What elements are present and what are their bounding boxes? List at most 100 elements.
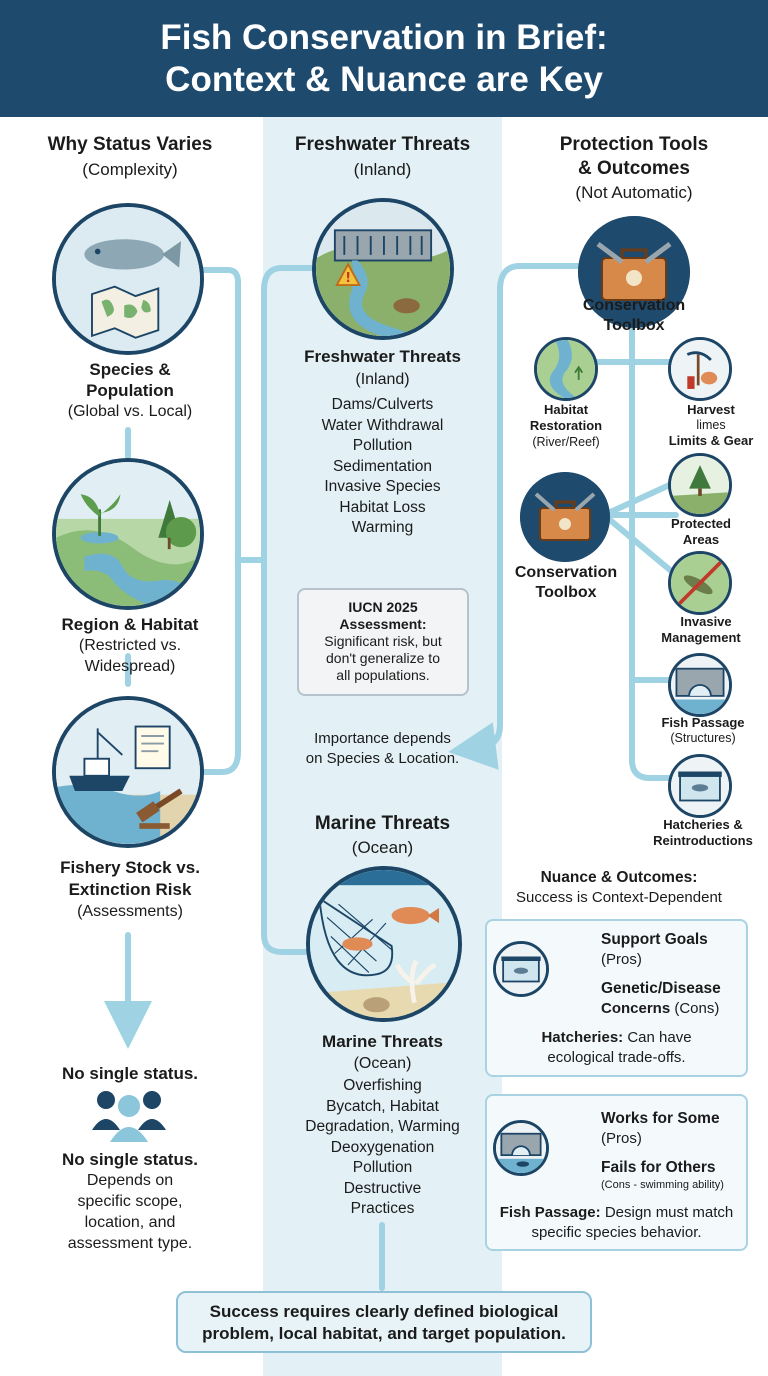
species-title-1: Species & [89, 360, 171, 379]
harvest-label-3: Limits & Gear [668, 433, 754, 448]
toolbox-icon [578, 216, 690, 328]
page-title-line-2: Context & Nuance are Key [165, 60, 603, 99]
fishery-title-2: Extinction Risk [68, 880, 192, 899]
freshwater-threat-item: Water Withdrawal [321, 416, 444, 434]
left-column-heading: Why Status Varies [47, 134, 213, 155]
hatchery-outcomes-box: Support Goals (Pros) Genetic/Disease Con… [485, 919, 748, 1077]
harvest-label-1: Harvest [687, 402, 735, 417]
toolbox-mid-label-2: Toolbox [535, 584, 597, 601]
passage-label-2: (Structures) [670, 731, 736, 745]
marine-threat-item: Bycatch, Habitat [326, 1097, 439, 1115]
marine-subtitle: (Ocean) [353, 1055, 412, 1072]
freshwater-title: Freshwater Threats [304, 347, 461, 366]
hatch-summary-line-1: Hatcheries: Can have [487, 1029, 746, 1047]
marine-threat-list: Overfishing Bycatch, Habitat Degradation… [263, 1076, 502, 1220]
hatch-summary-rest: Can have [627, 1029, 692, 1046]
header-banner: Fish Conservation in Brief: Context & Nu… [0, 0, 768, 117]
center-column-heading: Freshwater Threats [294, 134, 471, 155]
hatch-pro-sub: (Pros) [601, 951, 642, 968]
passage-pro-sub: (Pros) [601, 1130, 642, 1147]
freshwater-threat-item: Habitat Loss [339, 498, 426, 516]
page-title-line-1: Fish Conservation in Brief: [160, 18, 608, 57]
marine-threat-item: Pollution [352, 1159, 413, 1176]
nuance-subheading: Success is Context-Dependent [516, 889, 722, 906]
harvest-label-2: limes [696, 418, 726, 432]
freshwater-threat-item: Sedimentation [332, 457, 433, 475]
no-single-status-heading: No single status. [61, 1064, 199, 1083]
hatch-label-2: Reintroductions [653, 833, 753, 848]
fish-passage-outcomes-box: Works for Some (Pros) Fails for Others (… [485, 1094, 748, 1251]
freshwater-threat-item: Pollution [352, 437, 413, 454]
hatch-con-line: Concerns (Cons) [601, 1000, 747, 1018]
toolbox-mid-label-1: Conservation [514, 564, 618, 581]
hatch-con-title: Genetic/Disease [601, 980, 721, 997]
hatch-con-title-2: Concerns [601, 1000, 671, 1017]
fish-passage-icon [493, 1120, 549, 1176]
hatch-label-1: Hatcheries & [663, 817, 743, 832]
passage-con-title: Fails for Others [601, 1159, 716, 1176]
habitat-label-1: Habitat [543, 402, 589, 417]
invasive-management-icon [668, 551, 732, 615]
invasive-label-1: Invasive [680, 614, 732, 629]
svg-text:!: ! [345, 271, 351, 286]
importance-line-2: on Species & Location. [305, 750, 460, 767]
habitat-restoration-icon [534, 337, 598, 401]
hatch-summary-line-2: ecological trade-offs. [547, 1049, 686, 1066]
right-column-heading-1: Protection Tools [559, 134, 709, 155]
fishing-boat-gavel-icon [52, 696, 204, 848]
region-subtitle-1: (Restricted vs. [78, 637, 182, 654]
marine-threat-item: Overfishing [343, 1077, 422, 1094]
toolbox-icon [520, 472, 610, 562]
fishery-title-1: Fishery Stock vs. [60, 858, 200, 877]
river-sprout-icon [52, 458, 204, 610]
iucn-line-3: Significant risk, but [324, 633, 442, 649]
left-column-subheading: (Complexity) [82, 160, 178, 179]
passage-summary-rest: Design must match [604, 1204, 734, 1221]
habitat-label-3: (River/Reef) [532, 435, 600, 449]
right-column-subheading: (Not Automatic) [575, 183, 693, 202]
passage-con-sub: (Cons - swimming ability) [601, 1179, 724, 1191]
fish-passage-icon [668, 653, 732, 717]
iucn-line-4: don't generalize to [326, 650, 440, 666]
depends-line-3: location, and [84, 1214, 176, 1231]
hatcheries-icon [493, 941, 549, 997]
protected-label-2: Areas [682, 532, 720, 547]
hatch-summary-bold: Hatcheries: [541, 1029, 624, 1046]
invasive-label-2: Management [661, 630, 741, 645]
hatcheries-icon [668, 754, 732, 818]
harvest-limits-icon [668, 337, 732, 401]
marine-threat-item: Practices [350, 1200, 415, 1217]
toolbox-top-label-2: Toolbox [603, 317, 665, 334]
region-subtitle-2: Widespread) [84, 658, 176, 675]
fish-map-icon [52, 203, 204, 355]
freshwater-threat-item: Dams/Culverts [331, 396, 434, 413]
nuance-heading: Nuance & Outcomes: [540, 869, 698, 886]
toolbox-top-label-1: Conservation [582, 297, 686, 314]
iucn-line-5: all populations. [336, 667, 430, 683]
right-column-heading-2: & Outcomes [578, 158, 690, 179]
protected-areas-icon [668, 453, 732, 517]
hatch-con-sub: (Cons) [674, 1000, 720, 1017]
hatch-pro-title: Support Goals [601, 931, 708, 948]
freshwater-threat-item: Warming [351, 519, 414, 536]
freshwater-threat-list: Dams/Culverts Water Withdrawal Pollution… [263, 395, 502, 539]
passage-pro-title: Works for Some [601, 1110, 720, 1127]
species-title-2: Population [86, 381, 174, 400]
marine-subheading: (Ocean) [351, 838, 414, 857]
success-summary-line-2: problem, local habitat, and target popul… [202, 1324, 566, 1343]
marine-heading: Marine Threats [314, 813, 451, 834]
marine-threat-item: Destructive [343, 1179, 422, 1197]
marine-threat-item: Degradation, Warming [305, 1118, 460, 1135]
freshwater-subtitle: (Inland) [355, 371, 410, 388]
marine-threat-item: Deoxygenation [330, 1138, 435, 1156]
protected-label-1: Protected [671, 516, 731, 531]
species-subtitle: (Global vs. Local) [67, 403, 193, 420]
passage-label-1: Fish Passage [661, 715, 745, 730]
iucn-line-1: IUCN 2025 [348, 599, 418, 615]
no-single-status-heading-2: No single status. [61, 1150, 199, 1169]
iucn-line-2: Assessment: [339, 616, 427, 632]
depends-line-2: specific scope, [77, 1193, 183, 1210]
success-summary-box: Success requires clearly defined biologi… [176, 1291, 592, 1353]
habitat-label-2: Restoration [529, 418, 603, 433]
freshwater-threat-item: Invasive Species [324, 478, 441, 495]
